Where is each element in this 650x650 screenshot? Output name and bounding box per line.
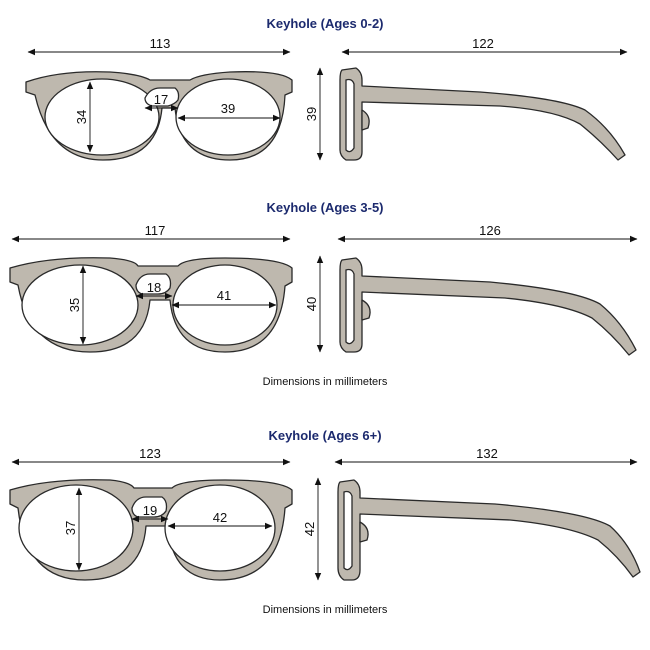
lens-width-label: 42 — [213, 510, 227, 525]
glasses-side — [339, 67, 626, 161]
nose-pad — [361, 109, 370, 131]
lens-width-label: 41 — [217, 288, 231, 303]
nose-pad — [359, 521, 369, 543]
frame-height-label: 39 — [304, 107, 319, 121]
lens-height-label: 37 — [63, 521, 78, 535]
side-lens-edge — [343, 490, 353, 571]
section-title-ages-3-5: Keyhole (Ages 3-5) — [266, 200, 384, 215]
front-width-label: 123 — [139, 446, 161, 461]
right-lens — [164, 484, 276, 572]
keyhole-bridge — [135, 273, 172, 295]
glasses-side — [339, 257, 637, 356]
bridge-width-label: 17 — [154, 92, 168, 107]
section-ages-3-5: 117 126 35 18 41 40 — [9, 223, 638, 356]
frame-height-label: 40 — [304, 297, 319, 311]
frame-height-label: 42 — [302, 522, 317, 536]
section-title-ages-6-plus: Keyhole (Ages 6+) — [268, 428, 382, 443]
front-width-label: 117 — [145, 223, 166, 238]
glasses-side — [337, 479, 641, 581]
left-lens — [44, 78, 160, 156]
keyhole-bridge — [144, 87, 180, 107]
keyhole-bridge — [131, 496, 168, 518]
lens-width-label: 39 — [221, 101, 235, 116]
bridge-width-label: 19 — [143, 503, 157, 518]
units-note: Dimensions in millimeters — [262, 376, 388, 388]
temple-length-label: 122 — [472, 36, 494, 51]
lens-height-label: 34 — [74, 110, 89, 124]
lens-height-label: 35 — [67, 298, 82, 312]
units-note: Dimensions in millimeters — [262, 604, 388, 616]
right-lens — [175, 78, 281, 156]
temple-length-label: 132 — [476, 446, 498, 461]
nose-pad — [361, 299, 371, 321]
temple-length-label: 126 — [479, 223, 501, 238]
front-width-label: 113 — [150, 36, 171, 51]
section-ages-0-2: 113 122 34 17 39 39 — [25, 36, 628, 161]
bridge-width-label: 18 — [147, 280, 161, 295]
section-title-ages-0-2: Keyhole (Ages 0-2) — [266, 16, 384, 31]
side-lens-edge — [345, 268, 355, 345]
side-lens-edge — [345, 78, 355, 153]
section-ages-6-plus: 123 132 37 19 42 42 — [9, 446, 641, 581]
